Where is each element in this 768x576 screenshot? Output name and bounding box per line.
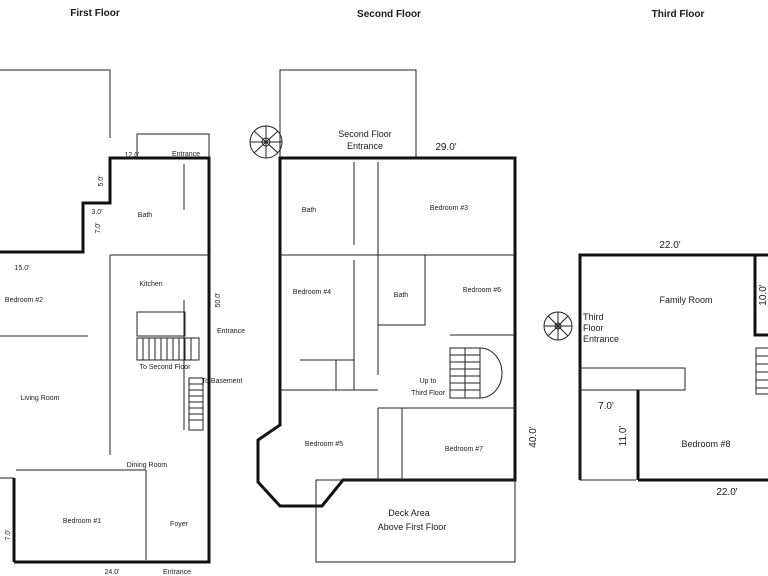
dim-22-bottom: 22.0' — [716, 487, 737, 498]
first-floor-entry-step — [136, 133, 210, 158]
first-floor-entrance-side-label: Entrance — [217, 328, 245, 335]
bedroom-1-label: Bedroom #1 — [63, 518, 101, 525]
to-basement-label: To Basement — [202, 378, 243, 385]
first-floor-outer-wall — [0, 156, 211, 564]
first-floor-header: First Floor — [70, 8, 120, 19]
dim-29: 29.0' — [435, 142, 456, 153]
kitchen-island — [136, 311, 186, 337]
second-floor-spiral-stair — [249, 125, 283, 159]
dim-5: 5.0' — [98, 175, 105, 186]
bedroom-8-label: Bedroom #8 — [681, 439, 730, 449]
deck-area-line2: Above First Floor — [378, 522, 447, 532]
bedroom-3-label: Bedroom #3 — [430, 205, 468, 212]
stairs-to-basement — [188, 377, 204, 431]
bedroom-6-label: Bedroom #6 — [463, 287, 501, 294]
dim-40: 40.0' — [528, 426, 539, 447]
second-floor-plan: Second Floor Entrance Bath Bedroom #3 Be… — [249, 69, 539, 563]
to-second-floor-label: To Second Floor — [140, 364, 192, 371]
first-floor-bath-label: Bath — [138, 212, 153, 219]
dim-12: 12.0' — [125, 152, 140, 159]
second-floor-outer-wall — [256, 156, 517, 508]
dim-10: 10.0' — [758, 284, 768, 305]
second-floor-header: Second Floor — [357, 9, 421, 20]
deck-area — [315, 479, 516, 563]
second-floor-bath-2-label: Bath — [394, 292, 409, 299]
second-floor-bath-1-label: Bath — [302, 207, 317, 214]
first-floor-patio-outline — [0, 69, 111, 138]
third-floor-plan: Family Room Third Floor Entrance Bedroom… — [543, 240, 768, 498]
third-floor-header: Third Floor — [652, 9, 705, 20]
second-floor-entrance-line1: Second Floor — [338, 129, 392, 139]
dim-11: 11.0' — [618, 426, 629, 447]
third-floor-landing — [579, 367, 686, 391]
third-floor-entrance-line3: Entrance — [583, 334, 619, 344]
dim-7b: 7.0' — [5, 529, 12, 540]
stairs-to-third-floor — [449, 347, 503, 399]
third-floor-entrance-line2: Floor — [583, 323, 604, 333]
dim-50: 50.0' — [215, 293, 222, 308]
bedroom-5-label: Bedroom #5 — [305, 441, 343, 448]
third-floor-spiral-stair — [543, 311, 573, 341]
third-floor-stairs — [755, 347, 768, 395]
bedroom-7-label: Bedroom #7 — [445, 446, 483, 453]
second-floor-entrance-deck — [279, 69, 417, 158]
bedroom-2-label: Bedroom #2 — [5, 297, 43, 304]
kitchen-label: Kitchen — [139, 281, 162, 288]
third-floor-entrance-line1: Third — [583, 312, 604, 322]
family-room-label: Family Room — [659, 295, 712, 305]
second-floor-entrance-line2: Entrance — [347, 141, 383, 151]
dim-7-third: 7.0' — [598, 401, 614, 412]
dim-22-top: 22.0' — [659, 240, 680, 251]
up-to-third-floor-line2: Third Floor — [411, 390, 446, 397]
dim-15: 15.0' — [15, 265, 30, 272]
foyer-label: Foyer — [170, 521, 189, 528]
up-to-third-floor-line1: Up to — [420, 378, 437, 385]
bedroom-4-label: Bedroom #4 — [293, 289, 331, 296]
first-floor-plan: Bath Kitchen Bedroom #2 Living Room Dini… — [0, 69, 245, 576]
dim-24: 24.0' — [105, 569, 120, 576]
first-floor-entrance-top-label: Entrance — [172, 151, 200, 158]
dining-room-label: Dining Room — [127, 462, 168, 469]
deck-area-line1: Deck Area — [388, 508, 430, 518]
dim-7: 7.0' — [95, 222, 102, 233]
first-floor-entrance-bottom-label: Entrance — [163, 569, 191, 576]
stairs-to-second-floor — [136, 337, 200, 361]
dim-3: 3.0' — [91, 209, 102, 216]
living-room-label: Living Room — [21, 395, 60, 402]
